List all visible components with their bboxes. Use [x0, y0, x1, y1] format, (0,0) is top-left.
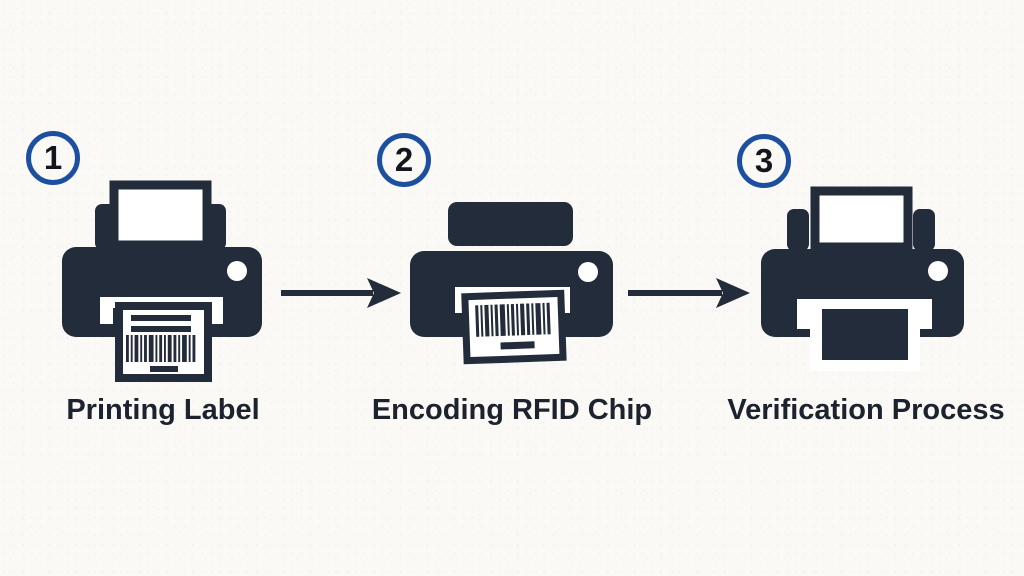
step-1-number-badge: 1: [26, 131, 80, 185]
arrow-right-icon: [281, 278, 401, 308]
step-2-label: Encoding RFID Chip: [371, 394, 653, 426]
arrow-right-icon: [628, 278, 750, 308]
printer-printing-barcode-label-icon: [62, 180, 262, 382]
step-2-number-badge: 2: [377, 133, 431, 187]
printer-encoding-rfid-chip-icon: [410, 202, 613, 365]
printer-verification-output-icon: [761, 186, 964, 371]
step-2-number: 2: [394, 140, 414, 178]
step-3-label: Verification Process: [727, 394, 1005, 426]
step-3-number: 3: [754, 141, 774, 179]
step-3-number-badge: 3: [737, 134, 791, 188]
step-1-number: 1: [43, 138, 63, 176]
step-1-label: Printing Label: [66, 394, 260, 426]
